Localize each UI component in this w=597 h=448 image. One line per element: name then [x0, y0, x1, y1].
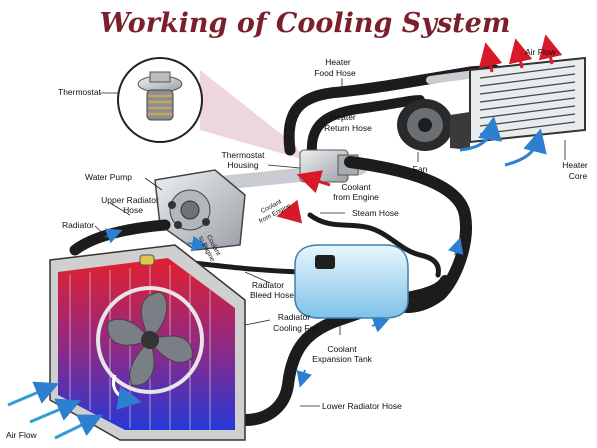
label-water-pump: Water Pump: [85, 172, 132, 182]
expansion-tank-icon: [294, 244, 409, 319]
label-thermostat-housing-1: Thermostat: [222, 150, 266, 160]
label-radiator-bleed-hose-2: Bleed Hose: [250, 290, 294, 300]
water-pump-icon: [154, 169, 246, 251]
steam-hose: [307, 212, 441, 278]
thermostat-zoom-cone: [200, 70, 305, 160]
label-coolant-expansion-tank-1: Coolant: [327, 344, 357, 354]
label-radiator-cooling-fan-2: Cooling Fan: [273, 323, 319, 333]
label-thermostat-housing-2: Housing: [227, 160, 258, 170]
thermostat-icon: [117, 57, 203, 143]
label-air-flow-bottom: Air Flow: [6, 430, 38, 440]
label-fan: Fan: [413, 164, 428, 174]
label-thermostat: Thermostat: [58, 87, 102, 97]
leader-lines: [94, 78, 566, 407]
label-coolant-expansion-tank-2: Expansion Tank: [312, 354, 373, 364]
blower-fan-icon: [397, 99, 470, 151]
label-radiator: Radiator: [62, 220, 94, 230]
radiator-cooling-fan-icon: [96, 286, 204, 410]
label-air-flow-top: Air Flow: [525, 47, 557, 57]
label-coolant-from-engine-1: Coolant: [341, 182, 371, 192]
hot-coolant-arrows: [276, 170, 331, 224]
label-heater-core-2: Core: [569, 171, 588, 181]
label-heater-return-hose-2: Return Hose: [324, 123, 372, 133]
air-flow-arrows-top: [478, 34, 563, 73]
label-upper-radiator-hose-2: Hose: [123, 205, 143, 215]
page-title: Working of Cooling System: [100, 8, 511, 39]
label-steam-hose: Steam Hose: [352, 208, 399, 218]
heater-to-radiator-hose: [344, 156, 472, 313]
heater-core-icon: [469, 56, 586, 144]
label-heater-core-1: Heater: [562, 160, 588, 170]
label-coolant-from-engine-2: from Engine: [333, 192, 379, 202]
label-heater-food-hose-2: Food Hose: [314, 68, 356, 78]
air-flow-arrows-bottom: [7, 381, 103, 440]
coolant-from-engine-small-label: Coolant from Engine: [258, 198, 293, 225]
label-radiator-bleed-hose-1: Radiator: [252, 280, 284, 290]
heater-return-hose: [306, 95, 425, 157]
label-radiator-cooling-fan-1: Radiator: [278, 312, 310, 322]
label-upper-radiator-hose-1: Upper Radiator: [101, 195, 159, 205]
label-lower-radiator-hose: Lower Radiator Hose: [322, 401, 402, 411]
blower-air-arrows: [459, 116, 547, 167]
label-heater-return-hose-1: Heater: [330, 112, 356, 122]
label-heater-food-hose-1: Heater: [325, 57, 351, 67]
